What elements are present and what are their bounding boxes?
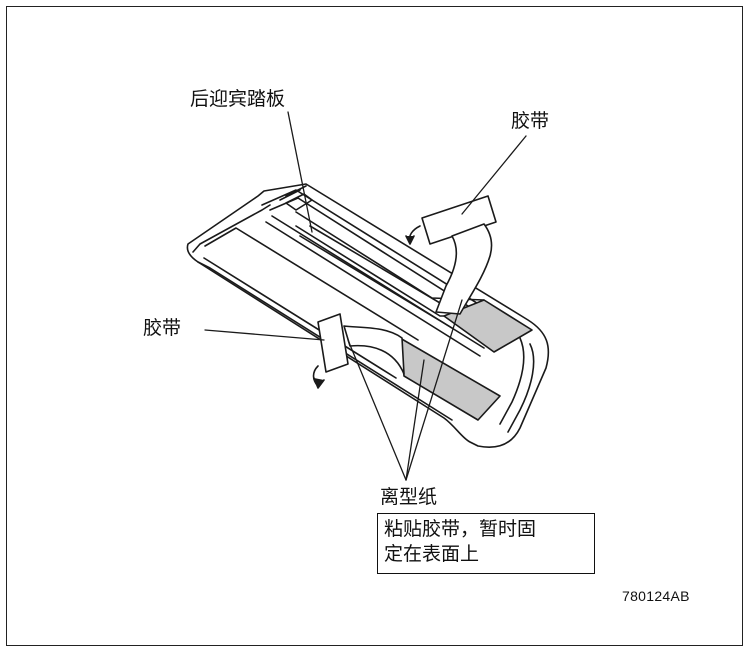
- peel-arrow-right-head: [405, 235, 415, 245]
- leader-release-3: [405, 359, 425, 481]
- channel-groove-2: [265, 221, 481, 357]
- raised-strip: [285, 193, 313, 211]
- tape-left-curl: [343, 325, 405, 375]
- channel-inner-line: [269, 197, 513, 335]
- release-paper-label: 离型纸: [380, 486, 438, 508]
- channel-rail-1: [279, 189, 301, 201]
- strip-long-bottom: [299, 235, 453, 329]
- leader-tape-right: [461, 135, 527, 215]
- leader-release-1: [347, 339, 407, 481]
- instruction-line-1: 粘贴胶带，暂时固: [384, 518, 537, 540]
- tape-right: [421, 195, 497, 245]
- panel-lip: [192, 204, 271, 253]
- instruction-note: 粘贴胶带，暂时固 定在表面上: [377, 513, 595, 574]
- instruction-line-2: 定在表面上: [384, 543, 480, 565]
- tape-left: [317, 313, 349, 373]
- tape-left-label: 胶带: [143, 317, 182, 339]
- panel-lip-lower: [197, 261, 453, 421]
- panel-outline: [186, 183, 550, 448]
- release-paper-upper: [443, 299, 533, 353]
- release-paper-lower: [399, 337, 501, 421]
- peel-arrow-left-head: [313, 377, 325, 389]
- channel-top-line: [261, 189, 521, 331]
- leader-step: [287, 111, 313, 233]
- panel-end-inner: [499, 337, 525, 425]
- tape-right-curl: [435, 223, 493, 315]
- step-panel-diagram: [186, 111, 550, 481]
- panel-end-curve: [507, 343, 535, 433]
- figure-code: 780124AB: [622, 588, 690, 604]
- leader-tape-left: [204, 329, 325, 341]
- surface-line-1: [204, 227, 419, 341]
- leader-release-2: [405, 299, 463, 481]
- upper-strip-2: [295, 225, 445, 317]
- tape-right-label: 胶带: [511, 110, 550, 132]
- strip-long-top: [309, 225, 463, 317]
- step-panel-label: 后迎宾踏板: [190, 88, 286, 110]
- surface-line-2: [203, 257, 397, 379]
